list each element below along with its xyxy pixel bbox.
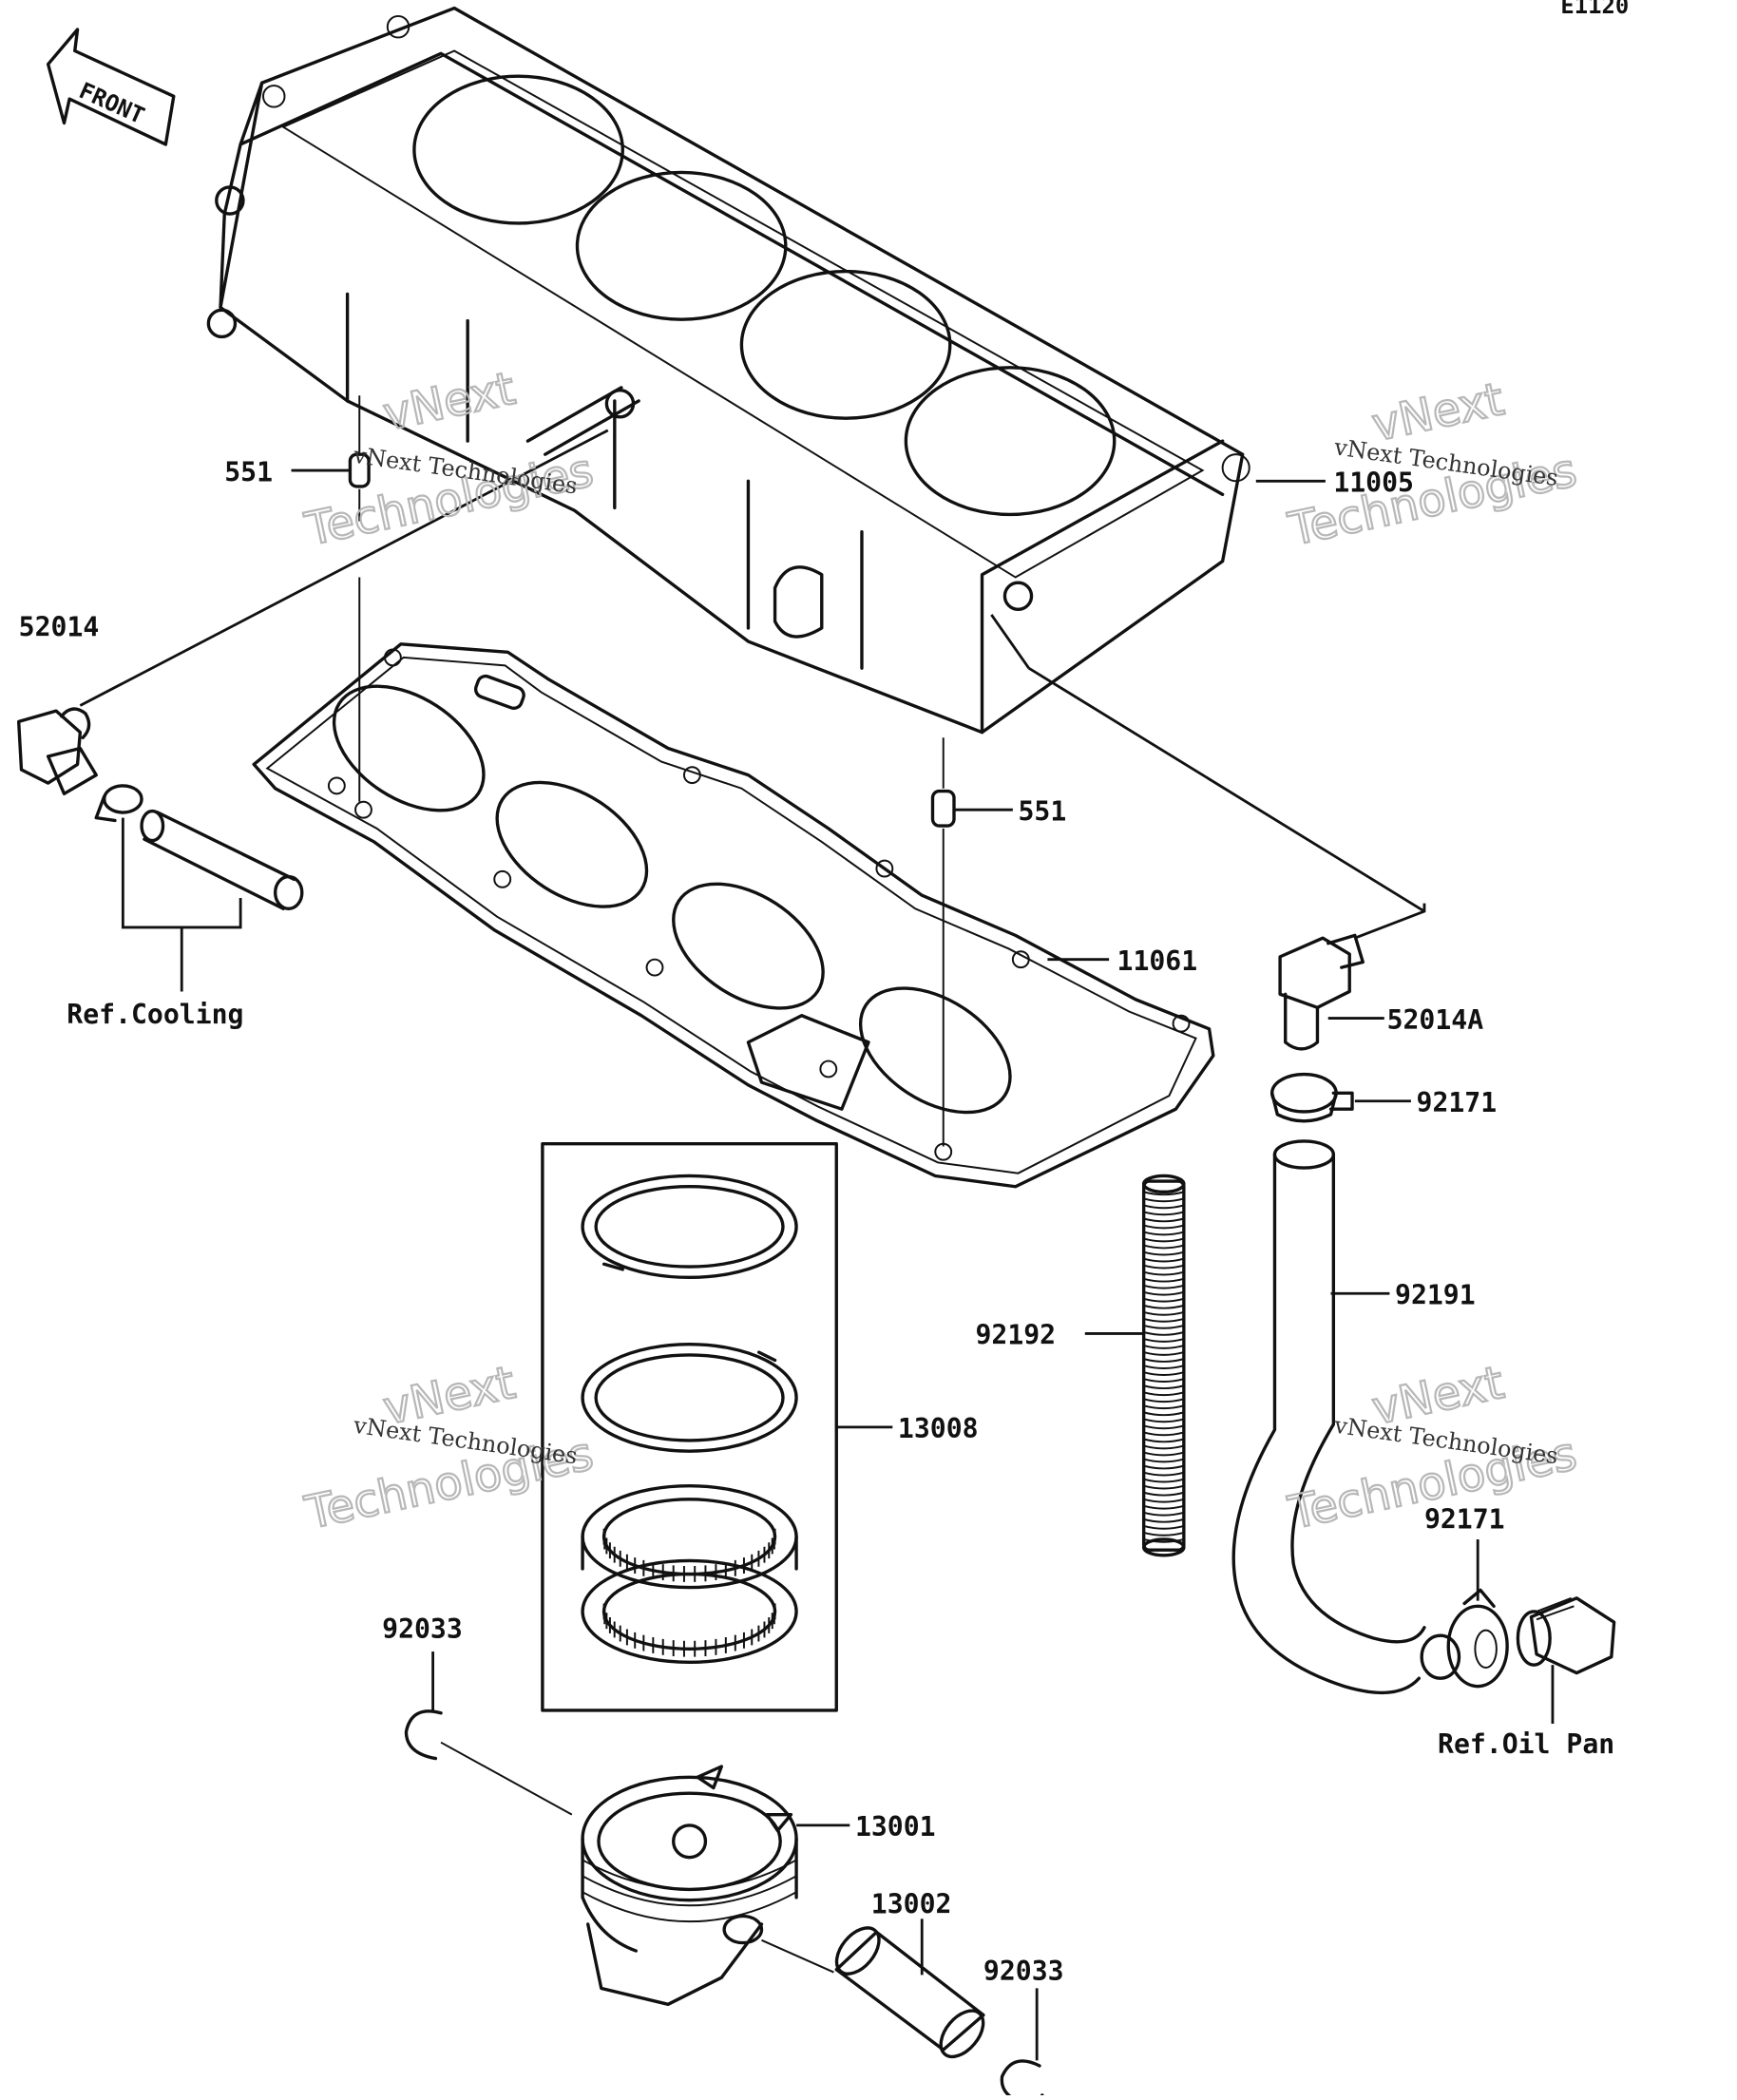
label-551-mid: 551 <box>1018 795 1066 827</box>
dowel-pin-551-mid[interactable] <box>930 789 956 828</box>
cooling-hose[interactable] <box>140 809 304 910</box>
label-92033-left: 92033 <box>382 1613 463 1645</box>
ref-cooling-label: Ref.Cooling <box>67 999 243 1030</box>
label-52014A: 52014A <box>1387 1004 1484 1036</box>
label-13002: 13002 <box>871 1889 952 1920</box>
svg-text:vNext: vNext <box>379 363 520 442</box>
front-label: FRONT <box>75 77 148 129</box>
label-92192: 92192 <box>975 1320 1056 1351</box>
ref-oil-pan-label: Ref.Oil Pan <box>1438 1728 1614 1760</box>
label-11061: 11061 <box>1117 945 1198 977</box>
label-52014: 52014 <box>19 611 100 642</box>
label-13001: 13001 <box>855 1811 936 1842</box>
circlip-92033-right[interactable] <box>1000 2059 1044 2100</box>
label-92191: 92191 <box>1395 1279 1476 1310</box>
label-11005: 11005 <box>1333 468 1414 499</box>
elbow-fitting-52014A[interactable] <box>1278 933 1365 1051</box>
oil-pan-fitting[interactable] <box>1516 1596 1616 1675</box>
front-arrow-icon: FRONT <box>46 28 176 146</box>
cooling-hose-clamp[interactable] <box>94 784 143 823</box>
label-92033-right: 92033 <box>983 1956 1064 1987</box>
fitting-52014[interactable] <box>16 707 98 796</box>
hose-clamp-92171-top[interactable] <box>1269 1072 1354 1123</box>
label-13008: 13008 <box>898 1413 979 1444</box>
cylinder-gasket-11061[interactable] <box>252 642 1215 1189</box>
piston-13001[interactable] <box>581 1765 798 2006</box>
label-92171-top: 92171 <box>1417 1087 1498 1118</box>
circlip-92033-left[interactable] <box>404 1709 443 1761</box>
coil-spring-92192[interactable] <box>1141 1174 1186 1557</box>
oil-hose-92191[interactable] <box>1231 1139 1461 1695</box>
piston-ring-top[interactable] <box>581 1174 798 1280</box>
oil-ring-assembly[interactable] <box>581 1484 798 1665</box>
label-92171-low: 92171 <box>1424 1504 1505 1536</box>
piston-pin-13002[interactable] <box>829 1920 992 2065</box>
cylinder-block[interactable] <box>206 6 1250 735</box>
diagram-code: E1120 <box>1560 0 1629 19</box>
label-551-top: 551 <box>224 456 273 487</box>
piston-ring-second[interactable] <box>581 1342 798 1453</box>
hose-clamp-92171-low[interactable] <box>1446 1588 1509 1689</box>
watermark-top-right: vNext Technologies vNext Technologies <box>1283 372 1582 558</box>
watermark-top-left: vNext Technologies vNext Technologies <box>299 362 599 558</box>
watermark-mid-left: vNext Technologies vNext Technologies <box>299 1356 599 1541</box>
